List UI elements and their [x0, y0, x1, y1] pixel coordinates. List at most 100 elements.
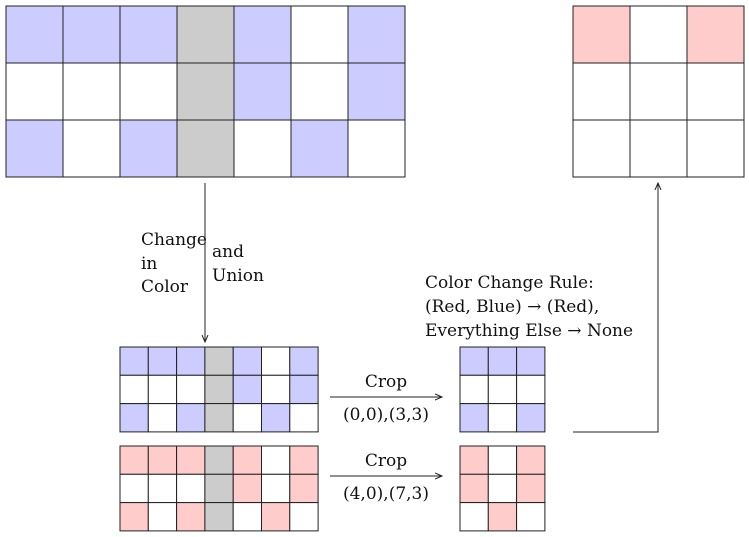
- grid-cell-blue: [516, 403, 546, 433]
- grid-cell-white: [119, 62, 178, 121]
- grid-cell-white: [261, 374, 291, 405]
- grid-cell-white: [629, 62, 688, 121]
- grid-cell-gray: [204, 445, 234, 475]
- grid-cell-white: [516, 374, 546, 405]
- grid-cell-blue: [261, 403, 291, 433]
- red-mask-grid: [119, 445, 319, 532]
- grid-cell-white: [487, 473, 518, 504]
- grid-cell-red: [119, 502, 149, 532]
- grid-cell-gray: [176, 5, 235, 64]
- grid-cell-white: [459, 502, 489, 532]
- grid-cell-blue: [232, 346, 262, 376]
- grid-cell-red: [516, 473, 546, 504]
- result-arrow: [573, 183, 658, 433]
- grid-cell-white: [629, 5, 688, 64]
- grid-cell-white: [176, 473, 206, 504]
- grid-cell-red: [261, 502, 291, 532]
- grid-cell-blue: [233, 62, 292, 121]
- grid-cell-gray: [204, 473, 234, 504]
- grid-cell-gray: [204, 374, 234, 405]
- crop-bottom-coords: (4,0),(7,3): [343, 484, 429, 504]
- union-label-line-1: and: [212, 242, 244, 262]
- grid-cell-white: [686, 119, 745, 178]
- grid-cell-white: [233, 119, 292, 178]
- grid-cell-blue: [176, 403, 206, 433]
- grid-cell-white: [232, 403, 262, 433]
- grid-cell-red: [459, 445, 489, 475]
- grid-cell-white: [62, 62, 121, 121]
- change-label-line-3: Color: [141, 277, 189, 297]
- grid-cell-blue: [119, 119, 178, 178]
- grid-cell-blue: [119, 403, 149, 433]
- grid-cell-blue: [176, 346, 206, 376]
- grid-cell-white: [459, 374, 489, 405]
- grid-cell-blue: [119, 346, 149, 376]
- grid-cell-white: [289, 502, 319, 532]
- grid-cell-red: [147, 445, 178, 475]
- grid-cell-blue: [459, 346, 489, 376]
- grid-cell-red: [289, 473, 319, 504]
- grid-cell-blue: [233, 5, 292, 64]
- change-label-line-1: Change: [141, 230, 207, 250]
- grid-cell-white: [147, 374, 178, 405]
- grid-cell-red: [176, 445, 206, 475]
- grid-cell-white: [119, 374, 149, 405]
- grid-cell-white: [5, 62, 64, 121]
- grid-cell-blue: [5, 119, 64, 178]
- rule-label-line-3: Everything Else → None: [425, 321, 633, 341]
- grid-cell-white: [629, 119, 688, 178]
- grid-cell-red: [459, 473, 489, 504]
- grid-cell-gray: [204, 403, 234, 433]
- grid-cell-white: [232, 502, 262, 532]
- grid-cell-gray: [204, 502, 234, 532]
- grid-cell-white: [261, 445, 291, 475]
- grid-cell-red: [686, 5, 745, 64]
- grid-cell-white: [686, 62, 745, 121]
- grid-cell-white: [487, 403, 518, 433]
- change-label-line-2: in: [141, 254, 157, 274]
- grid-cell-white: [487, 374, 518, 405]
- grid-cell-white: [119, 473, 149, 504]
- grid-cell-white: [289, 403, 319, 433]
- grid-cell-blue: [62, 5, 121, 64]
- grid-cell-white: [261, 473, 291, 504]
- grid-cell-blue: [459, 403, 489, 433]
- grid-cell-red: [487, 502, 518, 532]
- grid-cell-white: [516, 502, 546, 532]
- grid-cell-blue: [347, 5, 406, 64]
- grid-cell-red: [516, 445, 546, 475]
- grid-cell-white: [176, 374, 206, 405]
- grid-cell-gray: [204, 346, 234, 376]
- input-grid: [5, 5, 406, 178]
- rule-label-line-2: (Red, Blue) → (Red),: [425, 297, 599, 317]
- grid-cell-white: [487, 445, 518, 475]
- grid-cell-white: [261, 346, 291, 376]
- grid-cell-red: [232, 473, 262, 504]
- cropped-blue-grid: [459, 346, 546, 433]
- grid-cell-white: [572, 62, 631, 121]
- grid-cell-blue: [289, 346, 319, 376]
- union-label-line-2: Union: [212, 266, 264, 286]
- grid-cell-blue: [119, 5, 178, 64]
- grid-cell-blue: [516, 346, 546, 376]
- grid-cell-red: [572, 5, 631, 64]
- grid-cell-blue: [5, 5, 64, 64]
- grid-cell-red: [119, 445, 149, 475]
- grid-cell-blue: [347, 62, 406, 121]
- crop-bottom-label: Crop: [365, 451, 407, 471]
- grid-cell-red: [289, 445, 319, 475]
- grid-cell-blue: [487, 346, 518, 376]
- grid-cell-white: [62, 119, 121, 178]
- rule-label-line-1: Color Change Rule:: [425, 273, 594, 293]
- grid-cell-blue: [232, 374, 262, 405]
- grid-cell-white: [147, 473, 178, 504]
- grid-cell-white: [147, 403, 178, 433]
- crop-top-coords: (0,0),(3,3): [343, 405, 429, 425]
- grid-cell-blue: [147, 346, 178, 376]
- grid-cell-white: [290, 62, 349, 121]
- grid-cell-blue: [290, 119, 349, 178]
- grid-cell-red: [232, 445, 262, 475]
- crop-top-label: Crop: [365, 372, 407, 392]
- grid-cell-gray: [176, 62, 235, 121]
